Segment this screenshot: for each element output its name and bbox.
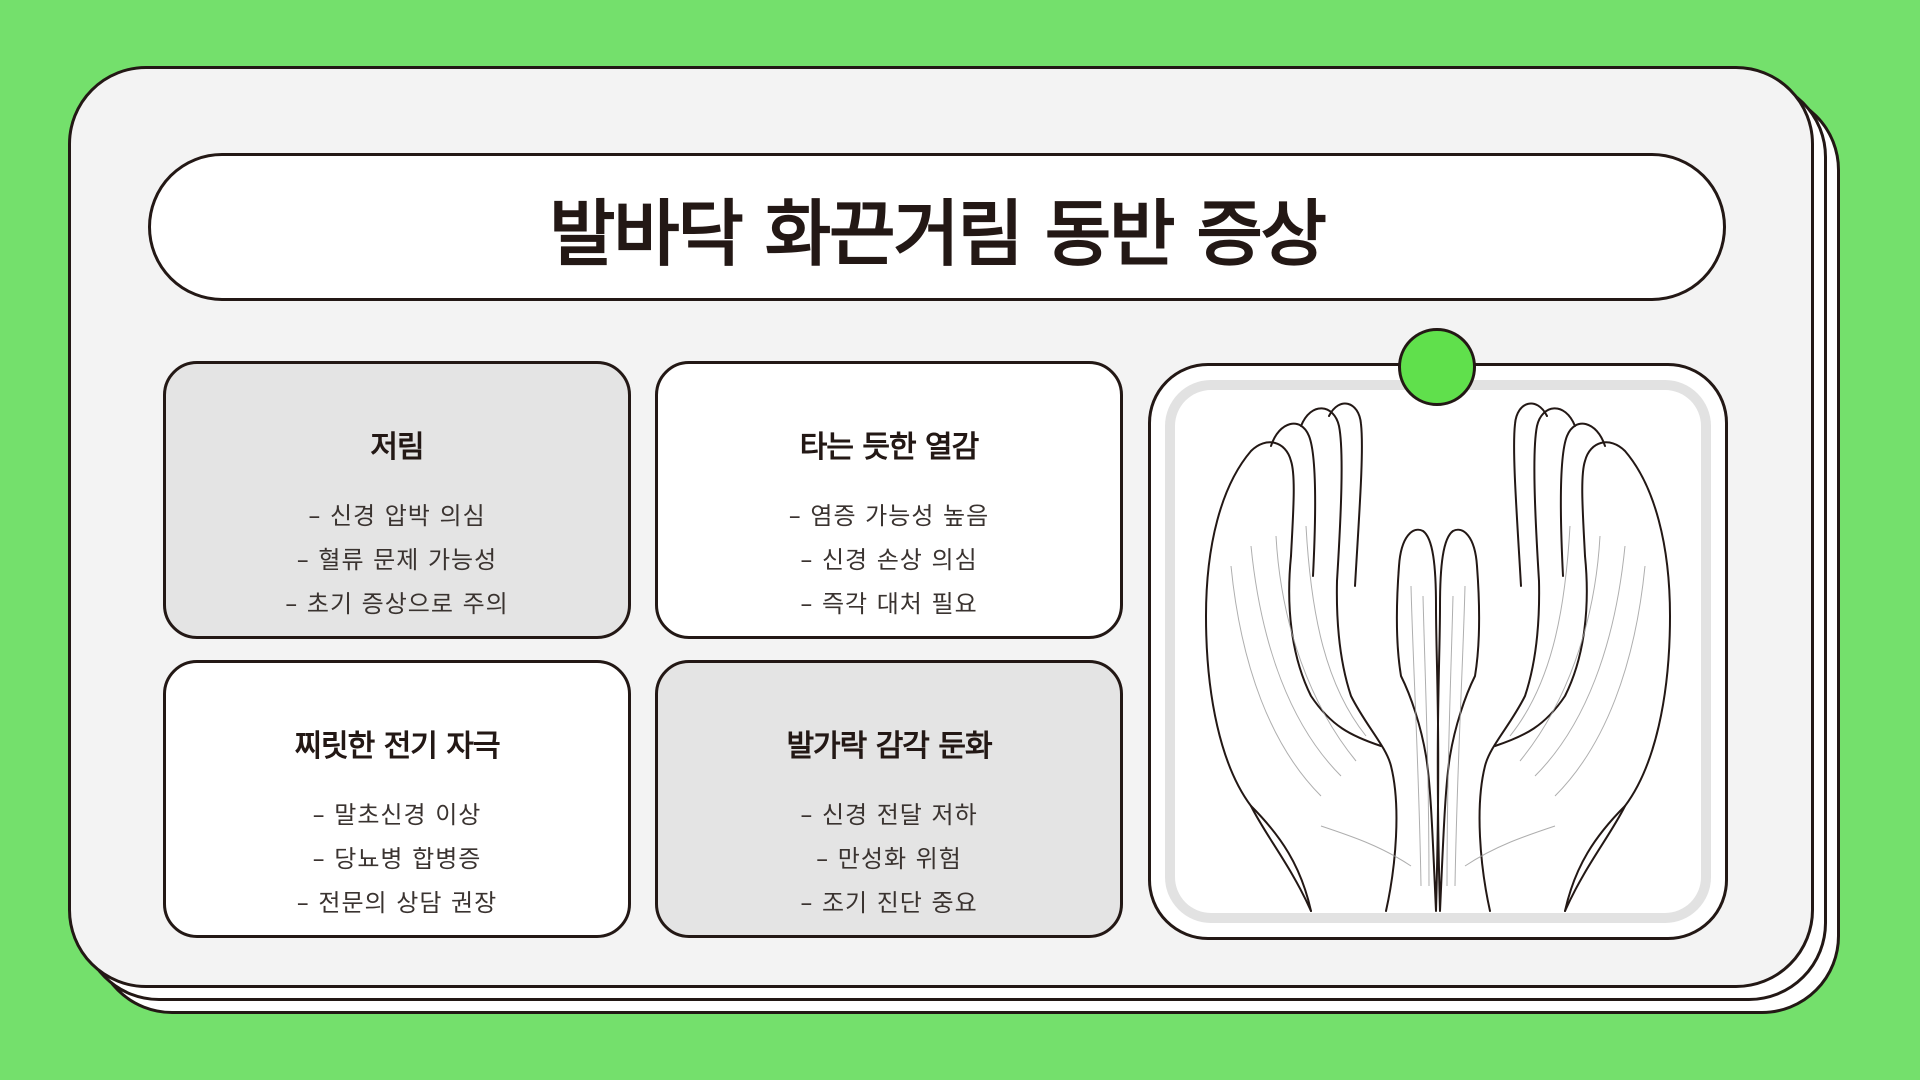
card-item: – 조기 진단 중요 — [800, 889, 978, 917]
image-frame — [1148, 363, 1728, 940]
card-item: – 전문의 상담 권장 — [296, 889, 498, 917]
card-item: – 말초신경 이상 — [312, 801, 482, 829]
card-title: 찌릿한 전기 자극 — [294, 729, 500, 764]
card-item: – 당뇨병 합병증 — [312, 845, 482, 873]
symptom-card-numbness: 저림 – 신경 압박 의심 – 혈류 문제 가능성 – 초기 증상으로 주의 — [163, 361, 631, 639]
symptom-card-tingling: 찌릿한 전기 자극 – 말초신경 이상 – 당뇨병 합병증 – 전문의 상담 권… — [163, 660, 631, 938]
card-title: 타는 듯한 열감 — [799, 430, 979, 465]
card-item: – 신경 압박 의심 — [308, 502, 486, 530]
card-item: – 혈류 문제 가능성 — [296, 546, 498, 574]
pin-dot — [1398, 328, 1476, 406]
symptom-card-toe-numbness: 발가락 감각 둔화 – 신경 전달 저하 – 만성화 위험 – 조기 진단 중요 — [655, 660, 1123, 938]
cupped-hands-illustration — [1205, 402, 1671, 912]
symptom-card-burning: 타는 듯한 열감 – 염증 가능성 높음 – 신경 손상 의심 – 즉각 대처 … — [655, 361, 1123, 639]
card-item: – 초기 증상으로 주의 — [285, 590, 509, 618]
card-title: 발가락 감각 둔화 — [786, 729, 992, 764]
card-item: – 신경 전달 저하 — [800, 801, 978, 829]
page-title: 발바닥 화끈거림 동반 증상 — [549, 191, 1327, 276]
card-item: – 만성화 위험 — [816, 845, 962, 873]
card-title: 저림 — [370, 430, 424, 465]
card-item: – 신경 손상 의심 — [800, 546, 978, 574]
title-banner: 발바닥 화끈거림 동반 증상 — [148, 153, 1726, 301]
card-item: – 염증 가능성 높음 — [788, 502, 990, 530]
card-item: – 즉각 대처 필요 — [800, 590, 978, 618]
